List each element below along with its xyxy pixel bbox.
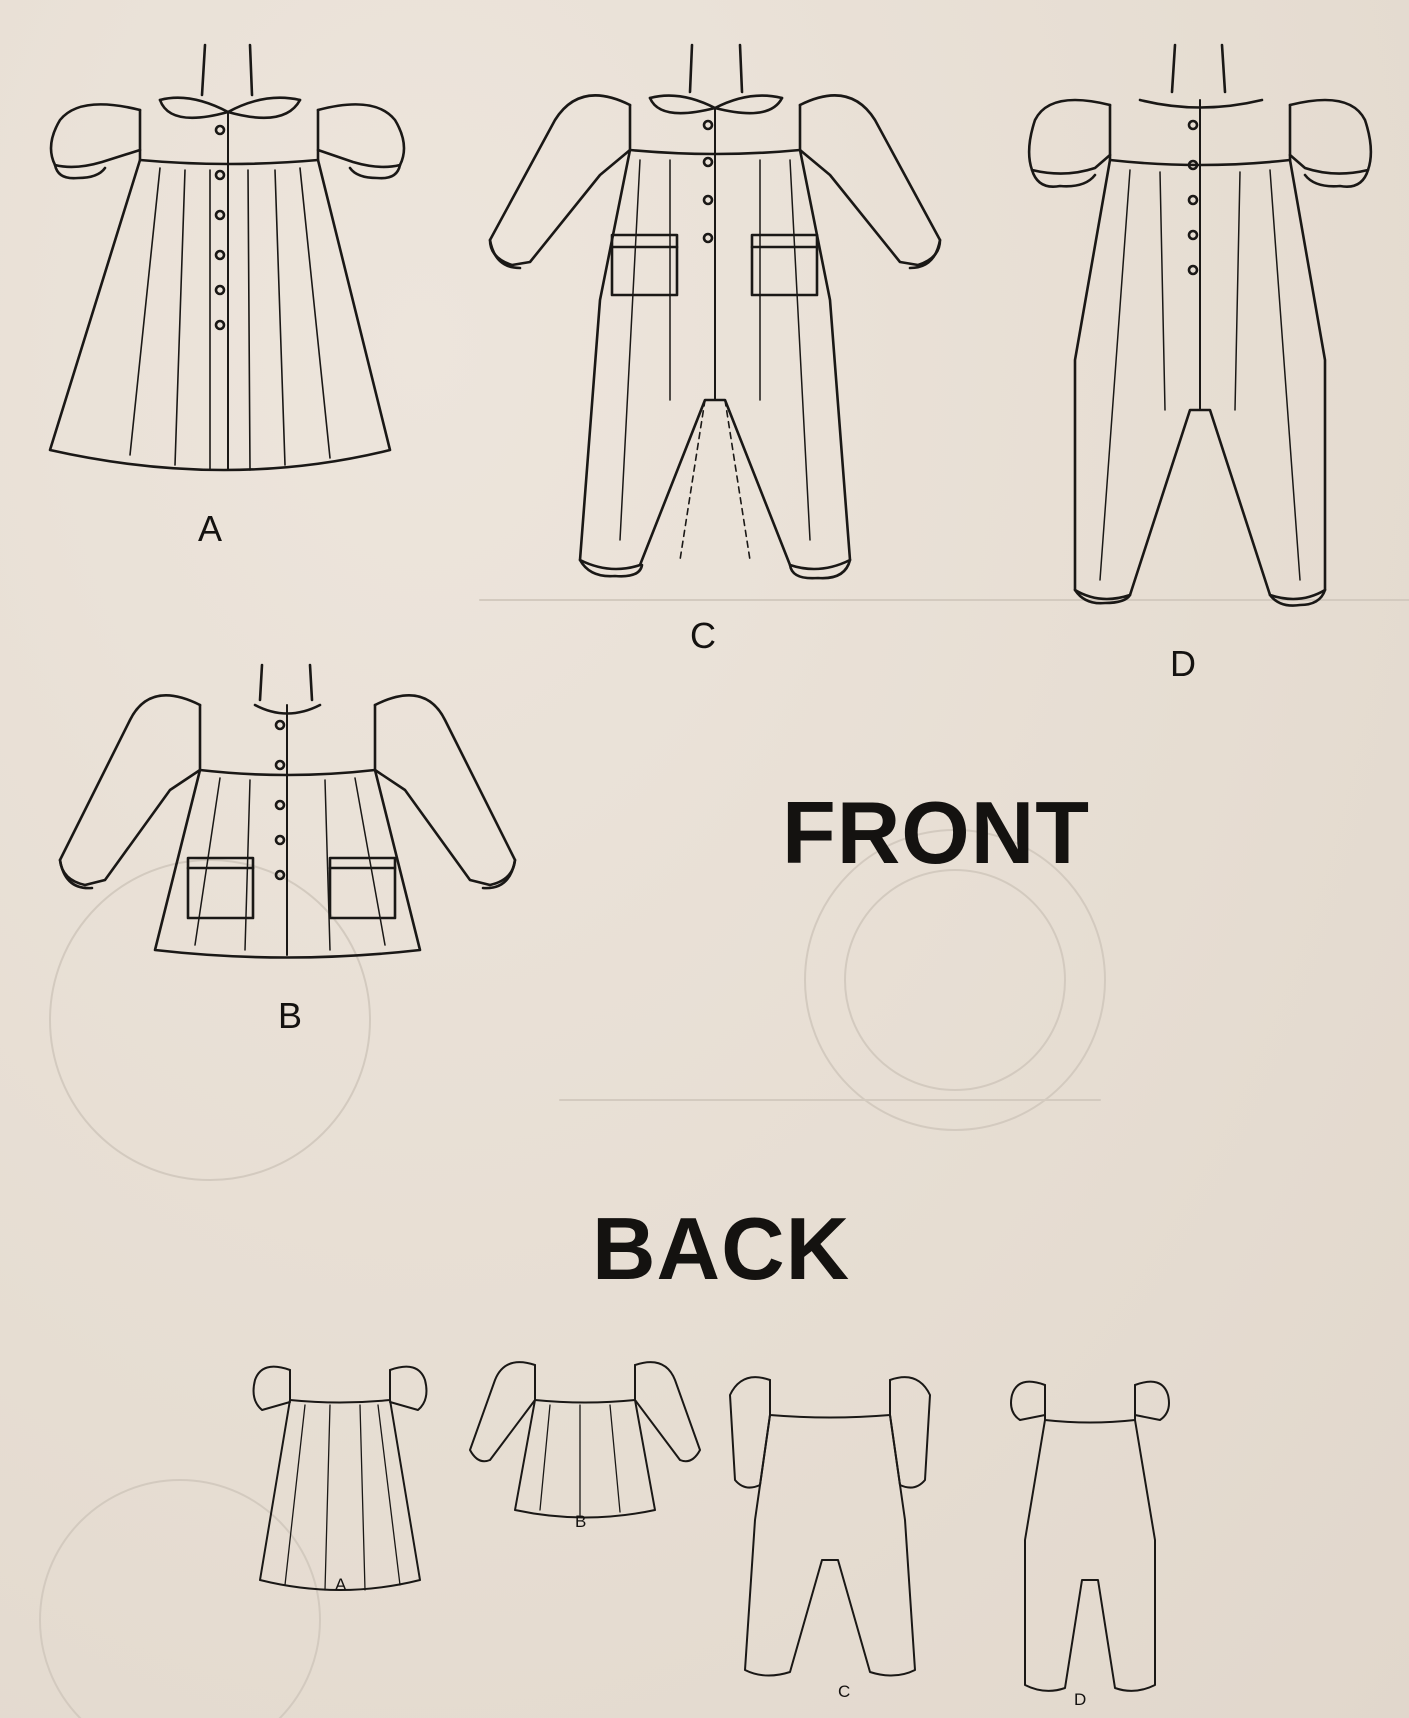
front-heading: FRONT — [782, 783, 1091, 882]
front-label-b: B — [278, 995, 303, 1036]
front-label-d: D — [1170, 643, 1196, 684]
back-label-c: C — [838, 1682, 851, 1701]
back-label-b: B — [575, 1512, 587, 1531]
back-label-a: A — [335, 1575, 347, 1594]
back-view-c-jumpsuit — [729, 1376, 931, 1677]
front-view-c-jumpsuit — [488, 43, 942, 580]
front-label-a: A — [198, 508, 223, 549]
back-view-d-jumpsuit — [1010, 1380, 1170, 1692]
bleed-through-marks — [39, 599, 1409, 1718]
front-view-a-dress — [48, 43, 406, 472]
front-label-c: C — [690, 615, 716, 656]
back-view-b-top — [469, 1361, 701, 1519]
back-view-a-dress — [252, 1365, 428, 1591]
back-heading: BACK — [592, 1199, 851, 1298]
front-view-b-top — [58, 663, 517, 959]
back-label-d: D — [1074, 1690, 1087, 1709]
front-view-d-jumpsuit — [1027, 43, 1373, 607]
